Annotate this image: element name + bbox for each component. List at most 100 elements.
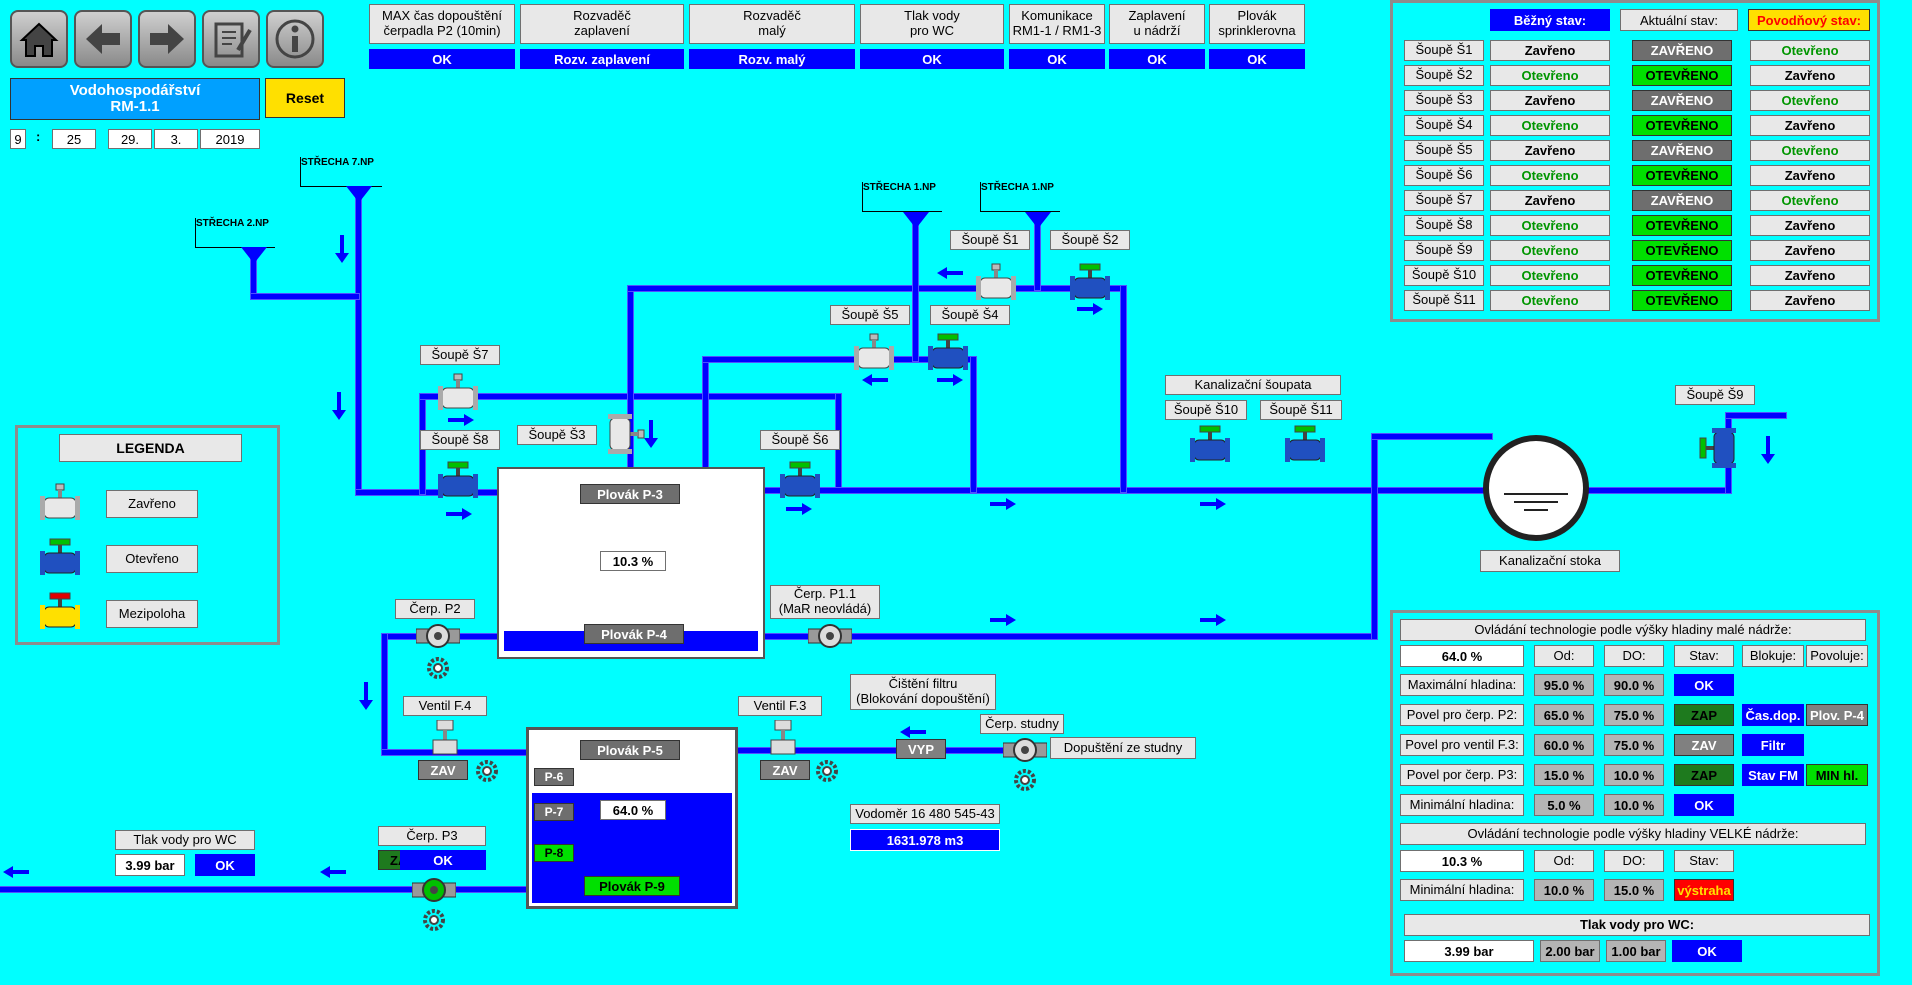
valve-open-icon[interactable] — [928, 332, 968, 372]
control-row-od: 60.0 % — [1534, 734, 1594, 756]
float-p3: Plovák P-3 — [580, 484, 680, 504]
flood-state: Zavřeno — [1750, 265, 1870, 286]
flood-state: Otevřeno — [1750, 190, 1870, 211]
float-p5: Plovák P-5 — [580, 740, 680, 760]
control-row-label: Povel por čerp. P3: — [1400, 764, 1524, 786]
control-row-od: 15.0 % — [1534, 764, 1594, 786]
control-row-povoluje[interactable]: Plov. P-4 — [1806, 704, 1868, 726]
normal-state: Otevřeno — [1490, 65, 1610, 86]
actual-state: ZAVŘENO — [1632, 190, 1732, 211]
gear-icon[interactable] — [1012, 767, 1038, 793]
valve-open-icon[interactable] — [1285, 424, 1325, 464]
status-box-value: OK — [1109, 49, 1205, 69]
control-row-state[interactable]: ZAP — [1674, 704, 1734, 726]
control-row-do: 10.0 % — [1604, 764, 1664, 786]
back-button[interactable] — [74, 10, 132, 68]
pump-p11-icon[interactable] — [808, 623, 852, 649]
flow-arrow-left-icon — [3, 866, 29, 878]
col-od: Od: — [1534, 645, 1594, 667]
valve-open-icon[interactable] — [780, 460, 820, 500]
flow-arrow-right-icon — [990, 614, 1016, 626]
valve-open-icon[interactable] — [438, 460, 478, 500]
roof-2np-label: STŘECHA 2.NP — [195, 218, 275, 248]
reset-button[interactable]: Reset — [265, 78, 345, 118]
gear-icon[interactable] — [421, 907, 447, 933]
valve-open-icon[interactable] — [1190, 424, 1230, 464]
wc-pressure-value: 3.99 bar — [115, 854, 185, 876]
gear-icon[interactable] — [814, 758, 840, 784]
sewer-label: Kanalizační stoka — [1480, 550, 1620, 572]
pump-well-icon[interactable] — [1003, 737, 1047, 763]
notes-button[interactable] — [202, 10, 260, 68]
col-od: Od: — [1534, 850, 1594, 872]
control-row-label: Maximální hladina: — [1400, 674, 1524, 696]
warning-state[interactable]: výstraha — [1674, 879, 1734, 901]
float-p9: Plovák P-9 — [584, 876, 680, 896]
status-box-label: Zaplavení u nádrží — [1109, 4, 1205, 44]
valve-s9-label: Šoupě Š9 — [1675, 385, 1755, 405]
valve-name: Šoupě Š9 — [1404, 240, 1484, 261]
ventil-f4-icon[interactable] — [432, 720, 458, 756]
status-box-value: Rozv. malý — [689, 49, 855, 69]
valve-closed-icon[interactable] — [854, 332, 894, 372]
valve-closed-icon[interactable] — [976, 262, 1016, 302]
valve-s5-label: Šoupě Š5 — [830, 305, 910, 325]
ventil-f3-state: ZAV — [760, 760, 810, 780]
float-p7: P-7 — [534, 803, 574, 821]
control-row-state[interactable]: ZAV — [1674, 734, 1734, 756]
control-row-label: Povel pro ventil F.3: — [1400, 734, 1524, 756]
flood-state: Zavřeno — [1750, 290, 1870, 311]
date-month: 3. — [154, 129, 198, 149]
valve-name: Šoupě Š5 — [1404, 140, 1484, 161]
state-table-panel — [1390, 0, 1880, 322]
control-row-blokuje[interactable]: Čas.dop. — [1742, 704, 1804, 726]
small-tank-control-title: Ovládání technologie podle výšky hladiny… — [1400, 619, 1866, 641]
pump-p2-icon[interactable] — [416, 623, 460, 649]
control-row-blokuje[interactable]: Filtr — [1742, 734, 1804, 756]
valve-open-icon[interactable] — [1070, 262, 1110, 302]
forward-button[interactable] — [138, 10, 196, 68]
valve-name: Šoupě Š6 — [1404, 165, 1484, 186]
water-meter-label: Vodoměr 16 480 545-43 — [850, 804, 1000, 824]
actual-state: OTEVŘENO — [1632, 115, 1732, 136]
control-row-label: Minimální hladina: — [1400, 794, 1524, 816]
status-box-value: OK — [1209, 49, 1305, 69]
ventil-f3-icon[interactable] — [770, 720, 796, 756]
gear-icon[interactable] — [425, 655, 451, 681]
pump-p3-icon[interactable] — [412, 877, 456, 903]
control-row-blokuje[interactable]: Stav FM — [1742, 764, 1804, 786]
filter-cleaning-label: Čištění filtru (Blokování dopouštění) — [850, 674, 996, 710]
valve-s4-label: Šoupě Š4 — [930, 305, 1010, 325]
wc-pressure-label: Tlak vody pro WC — [115, 830, 255, 850]
flow-arrow-down-icon — [335, 235, 349, 263]
valve-name: Šoupě Š8 — [1404, 215, 1484, 236]
gear-icon[interactable] — [474, 758, 500, 784]
roof-drain-icon — [903, 212, 929, 226]
big-tank-control-title: Ovládání technologie podle výšky hladiny… — [1400, 823, 1866, 845]
home-icon — [19, 22, 59, 57]
flow-arrow-left-icon — [320, 866, 346, 878]
normal-state: Otevřeno — [1490, 165, 1610, 186]
valve-open-icon[interactable] — [1698, 428, 1738, 468]
valve-name: Šoupě Š1 — [1404, 40, 1484, 61]
pump-p11-label: Čerp. P1.1 (MaR neovládá) — [770, 585, 880, 619]
arrow-right-icon — [150, 24, 184, 54]
valve-s3-label: Šoupě Š3 — [517, 425, 597, 445]
actual-state: OTEVŘENO — [1632, 240, 1732, 261]
control-row-do: 75.0 % — [1604, 704, 1664, 726]
info-button[interactable] — [266, 10, 324, 68]
control-row-state[interactable]: ZAP — [1674, 764, 1734, 786]
control-row-state[interactable]: OK — [1674, 674, 1734, 696]
control-row-state[interactable]: OK — [1674, 794, 1734, 816]
valve-closed-icon[interactable] — [438, 372, 478, 412]
control-panel — [1390, 610, 1880, 976]
flood-state: Otevřeno — [1750, 140, 1870, 161]
home-button[interactable] — [10, 10, 68, 68]
valve-closed-icon[interactable] — [606, 414, 646, 454]
normal-state: Otevřeno — [1490, 290, 1610, 311]
header-normal-state: Běžný stav: — [1490, 9, 1610, 31]
col-stav: Stav: — [1674, 645, 1734, 667]
status-box-label: Rozvaděč zaplavení — [520, 4, 684, 44]
wc-control-state[interactable]: OK — [1672, 940, 1742, 962]
control-row-povoluje[interactable]: MIN hl. — [1806, 764, 1868, 786]
